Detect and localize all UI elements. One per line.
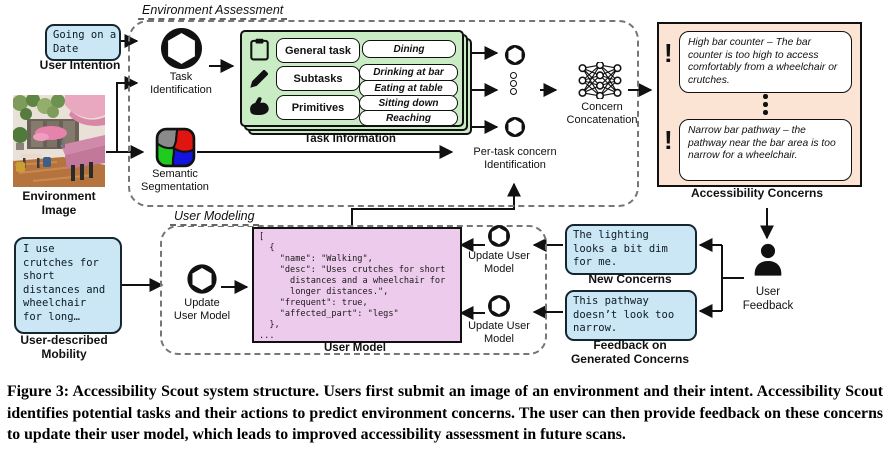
sitting-down-value: Sitting down	[378, 97, 439, 109]
openai-logo-icon	[186, 263, 218, 300]
environment-assessment-box	[128, 20, 639, 207]
user-modeling-title: User Modeling	[170, 209, 259, 226]
task-information-label: Task Information	[304, 133, 396, 145]
subtasks-label: Subtasks	[293, 72, 343, 85]
user-model-label: User Model	[324, 342, 386, 354]
warning-icon: !	[664, 38, 673, 68]
user-mobility-label: User-described Mobility	[20, 333, 108, 361]
environment-assessment-title: Environment Assessment	[138, 3, 288, 20]
pencil-icon	[248, 68, 270, 95]
general-task-label: General task	[284, 44, 352, 57]
openai-logo-icon	[504, 44, 526, 71]
openai-logo-icon	[487, 294, 511, 323]
ellipsis-icon	[763, 110, 768, 115]
per-task-concern-label: Per-task concern Identification	[473, 146, 557, 171]
reaching-value: Reaching	[385, 112, 431, 124]
dining-box: Dining	[362, 40, 456, 58]
environment-image-label: Environment Image	[22, 189, 96, 217]
general-task-box: General task	[276, 38, 360, 63]
accessibility-concerns-label: Accessibility Concerns	[690, 186, 824, 200]
concern-item: Narrow bar pathway – the pathway near th…	[679, 119, 852, 181]
eating-at-table-value: Eating at table	[374, 83, 443, 94]
user-model-code-box: [ { "name": "Walking", "desc": "Uses cru…	[252, 227, 462, 343]
user-modeling-box	[160, 225, 547, 355]
dining-value: Dining	[393, 43, 425, 55]
user-mobility-box: I use crutches for short distances and w…	[14, 237, 122, 334]
user-feedback-label: User Feedback	[742, 286, 794, 312]
openai-logo-icon	[487, 224, 511, 253]
warning-icon: !	[664, 125, 673, 155]
segmentation-icon	[155, 127, 196, 173]
generated-concerns-feedback-box: This pathway doesn’t look too narrow.	[565, 290, 697, 341]
concern-concatenation-label: Concern Concatenation	[566, 101, 638, 126]
reaching-box: Reaching	[359, 110, 458, 126]
network-icon	[577, 61, 623, 104]
ellipsis-icon	[510, 88, 517, 95]
task-card: General task Dining Subtasks Drinking at…	[240, 30, 464, 127]
update-user-model-left-label: Update User Model	[173, 297, 231, 322]
accessibility-concerns-panel: ! High bar counter – The bar counter is …	[657, 22, 862, 187]
update-user-model-right-top-label: Update User Model	[468, 250, 530, 275]
user-intention-box: Going on a Date	[45, 24, 121, 61]
environment-image	[12, 93, 105, 192]
openai-logo-icon	[504, 116, 526, 143]
muscle-arm-icon	[248, 96, 271, 122]
openai-logo-icon	[159, 26, 204, 76]
primitives-box: Primitives	[276, 95, 360, 120]
ellipsis-icon	[510, 72, 517, 79]
figure-caption: Figure 3: Accessibility Scout system str…	[7, 383, 883, 443]
new-concerns-box: The lighting looks a bit dim for me.	[565, 224, 697, 275]
drinking-at-bar-box: Drinking at bar	[359, 64, 458, 81]
ellipsis-icon	[763, 94, 768, 99]
user-intention-label: User Intention	[39, 58, 121, 72]
ellipsis-icon	[510, 80, 517, 87]
person-icon	[752, 243, 784, 288]
update-user-model-right-bottom-label: Update User Model	[468, 320, 530, 345]
drinking-at-bar-value: Drinking at bar	[373, 67, 444, 78]
ellipsis-icon	[763, 102, 768, 107]
generated-concerns-label: Feedback on Generated Concerns	[570, 338, 690, 366]
semantic-segmentation-label: Semantic Segmentation	[141, 168, 209, 193]
task-identification-label: Task Identification	[150, 71, 212, 96]
new-concerns-label: New Concerns	[588, 272, 672, 286]
clipboard-icon	[250, 37, 269, 67]
subtasks-box: Subtasks	[276, 66, 360, 91]
concern-item: High bar counter – The bar counter is to…	[679, 31, 852, 93]
primitives-label: Primitives	[291, 101, 345, 114]
sitting-down-box: Sitting down	[359, 95, 458, 111]
